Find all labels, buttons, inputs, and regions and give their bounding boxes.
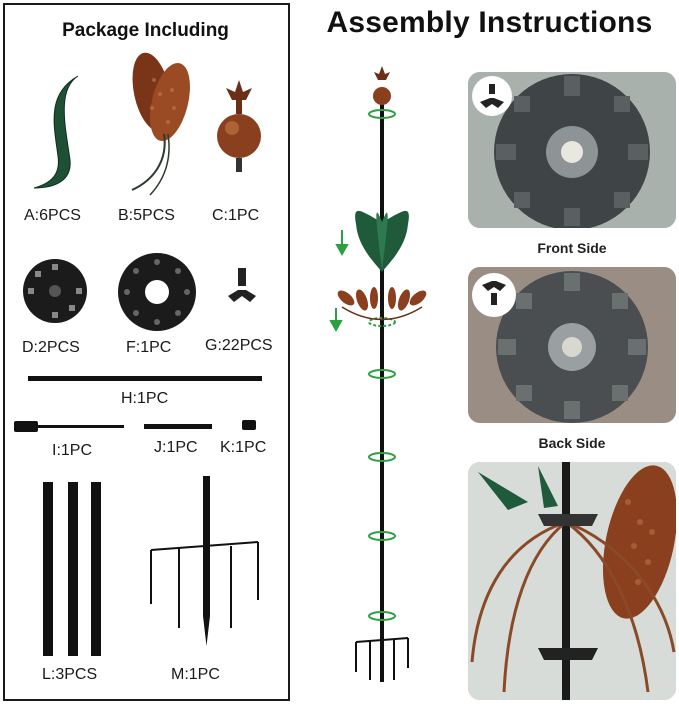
item-label-h: H:1PC [121, 390, 169, 407]
assembled-spinner-diagram [329, 66, 427, 682]
item-label-a: A:6PCS [24, 207, 81, 224]
item-label-j: J:1PC [154, 439, 198, 456]
short-rod-icon [144, 424, 212, 429]
item-label-b: B:5PCS [118, 207, 175, 224]
item-label-d: D:2PCS [22, 339, 80, 356]
ground-stake-icon [150, 476, 259, 646]
assembled-spinner-photo [468, 462, 676, 700]
package-panel [3, 3, 290, 701]
small-hub-disc-icon [23, 259, 87, 323]
back-side-caption: Back Side [538, 435, 606, 451]
page-title: Assembly Instructions [326, 6, 653, 39]
connector-icon [242, 420, 256, 430]
item-label-c: C:1PC [212, 207, 260, 224]
item-label-i: I:1PC [52, 442, 93, 459]
front-side-caption: Front Side [537, 240, 607, 256]
front-hub-photo [468, 72, 676, 228]
rod-with-end-icon [14, 421, 124, 432]
pole-sections-icon [43, 482, 101, 656]
wing-nut-screw-icon [228, 268, 256, 302]
item-label-g: G:22PCS [205, 337, 273, 354]
package-title: Package Including [62, 20, 229, 41]
long-rod-icon [28, 376, 262, 381]
green-blade-icon [33, 75, 79, 189]
large-hub-disc-icon [118, 253, 196, 331]
item-label-f: F:1PC [126, 339, 172, 356]
fleur-de-lis-finial-icon [217, 80, 261, 172]
item-label-m: M:1PC [171, 666, 220, 683]
back-hub-photo [468, 267, 676, 423]
copper-leaf-cup-icon [131, 52, 190, 196]
item-label-k: K:1PC [220, 439, 267, 456]
item-label-l: L:3PCS [42, 666, 98, 683]
